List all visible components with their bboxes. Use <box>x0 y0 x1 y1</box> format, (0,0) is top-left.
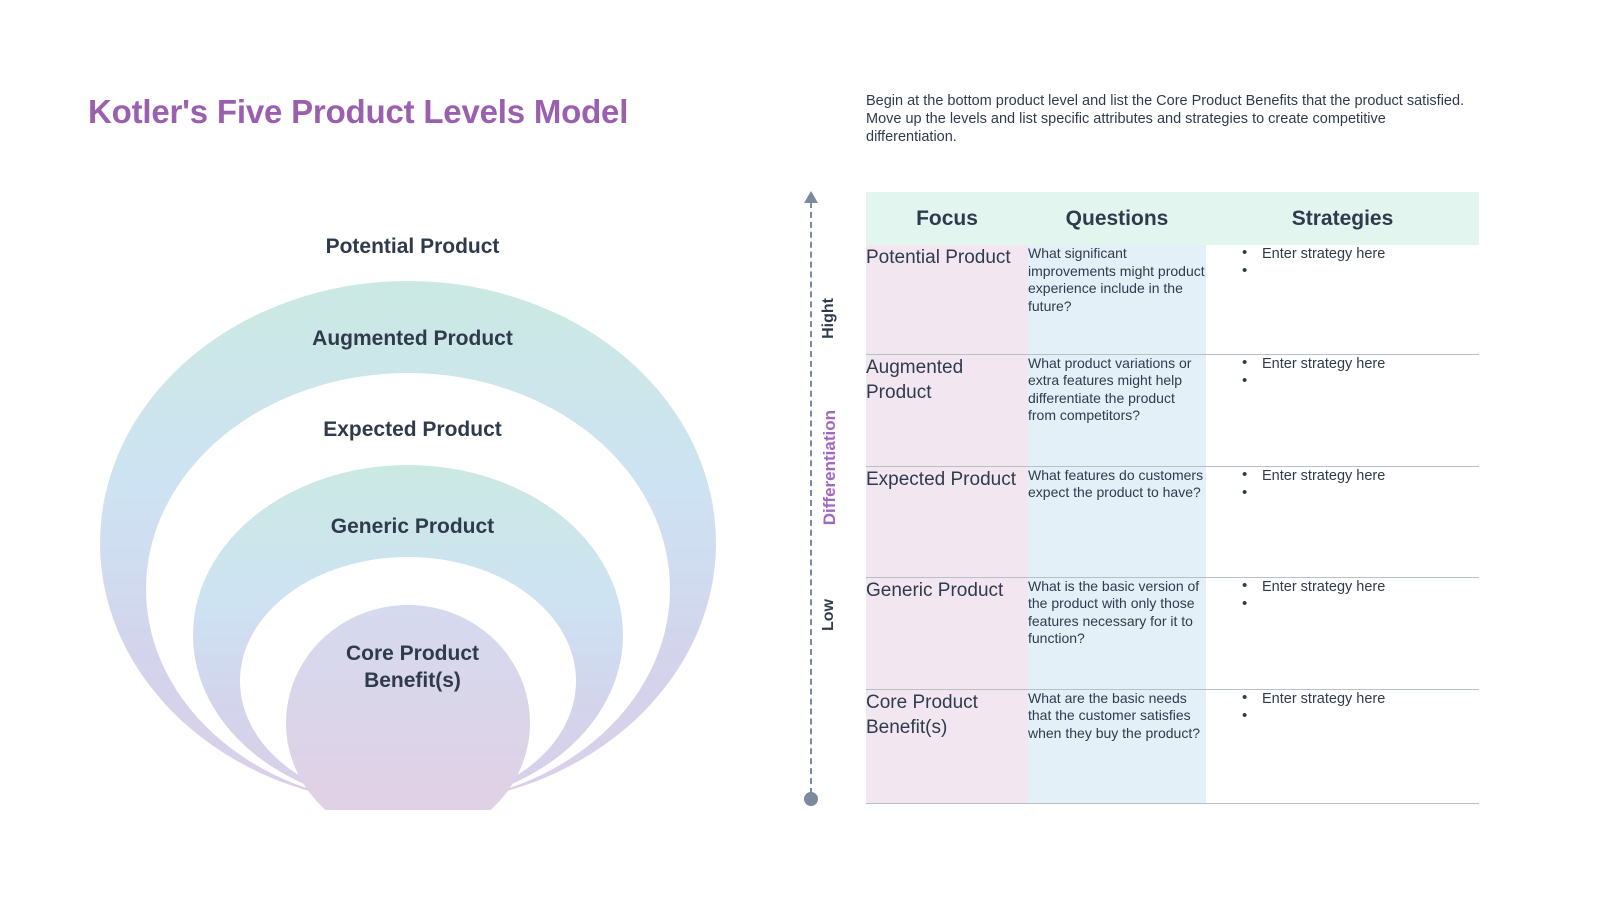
intro-instructions: Begin at the bottom product level and li… <box>866 93 1465 145</box>
strategy-item[interactable]: Enter strategy here <box>1206 244 1479 263</box>
table-header-row: Focus Questions Strategies <box>866 192 1479 245</box>
cell-strategies[interactable]: Enter strategy here <box>1206 689 1479 803</box>
axis-dashed-line <box>810 202 812 794</box>
strategy-item[interactable]: Enter strategy here <box>1206 466 1479 485</box>
axis-endpoint-dot-icon <box>804 792 818 806</box>
cell-focus: Potential Product <box>866 245 1028 354</box>
table-row: Augmented Product What product variation… <box>866 354 1479 466</box>
cell-question: What significant improvements might prod… <box>1028 245 1206 354</box>
strategy-item-empty[interactable] <box>1206 484 1479 503</box>
product-levels-matrix-table: Focus Questions Strategies Potential Pro… <box>866 192 1479 804</box>
ring-core-product-benefit <box>286 605 530 810</box>
cell-focus: Expected Product <box>866 466 1028 577</box>
cell-strategies[interactable]: Enter strategy here <box>1206 354 1479 466</box>
table-row: Core Product Benefit(s) What are the bas… <box>866 689 1479 803</box>
strategy-list: Enter strategy here <box>1206 577 1479 614</box>
strategy-item[interactable]: Enter strategy here <box>1206 577 1479 596</box>
table-row: Generic Product What is the basic versio… <box>866 577 1479 689</box>
product-levels-diagram: Potential Product Augmented Product Expe… <box>100 185 725 810</box>
axis-label-high: Hight <box>820 298 837 339</box>
cell-question: What features do customers expect the pr… <box>1028 466 1206 577</box>
strategy-item-empty[interactable] <box>1206 707 1479 726</box>
cell-strategies[interactable]: Enter strategy here <box>1206 577 1479 689</box>
strategy-item[interactable]: Enter strategy here <box>1206 689 1479 708</box>
cell-question: What is the basic version of the product… <box>1028 577 1206 689</box>
cell-focus: Generic Product <box>866 577 1028 689</box>
axis-label-differentiation: Differentiation <box>820 410 839 526</box>
axis-label-low: Low <box>820 599 837 631</box>
strategy-list: Enter strategy here <box>1206 354 1479 391</box>
strategy-item-empty[interactable] <box>1206 595 1479 614</box>
strategy-item-empty[interactable] <box>1206 262 1479 281</box>
strategy-list: Enter strategy here <box>1206 466 1479 503</box>
cell-question: What are the basic needs that the custom… <box>1028 689 1206 803</box>
cell-strategies[interactable]: Enter strategy here <box>1206 466 1479 577</box>
column-header-questions: Questions <box>1028 192 1206 245</box>
cell-strategies[interactable]: Enter strategy here <box>1206 244 1479 354</box>
table-row: Expected Product What features do custom… <box>866 466 1479 577</box>
column-header-strategies: Strategies <box>1206 192 1479 245</box>
arrow-up-icon <box>804 191 818 203</box>
cell-focus: Core Product Benefit(s) <box>866 689 1028 803</box>
strategy-list: Enter strategy here <box>1206 244 1479 281</box>
differentiation-axis: Hight Differentiation Low <box>796 186 856 811</box>
strategy-item-empty[interactable] <box>1206 372 1479 391</box>
column-header-focus: Focus <box>866 192 1028 245</box>
strategy-item[interactable]: Enter strategy here <box>1206 354 1479 373</box>
strategy-list: Enter strategy here <box>1206 689 1479 726</box>
concentric-ellipses-graphic <box>100 281 716 810</box>
table-row: Potential Product What significant impro… <box>866 244 1479 354</box>
cell-focus: Augmented Product <box>866 354 1028 466</box>
page-title: Kotler's Five Product Levels Model <box>88 93 629 130</box>
cell-question: What product variations or extra feature… <box>1028 354 1206 466</box>
